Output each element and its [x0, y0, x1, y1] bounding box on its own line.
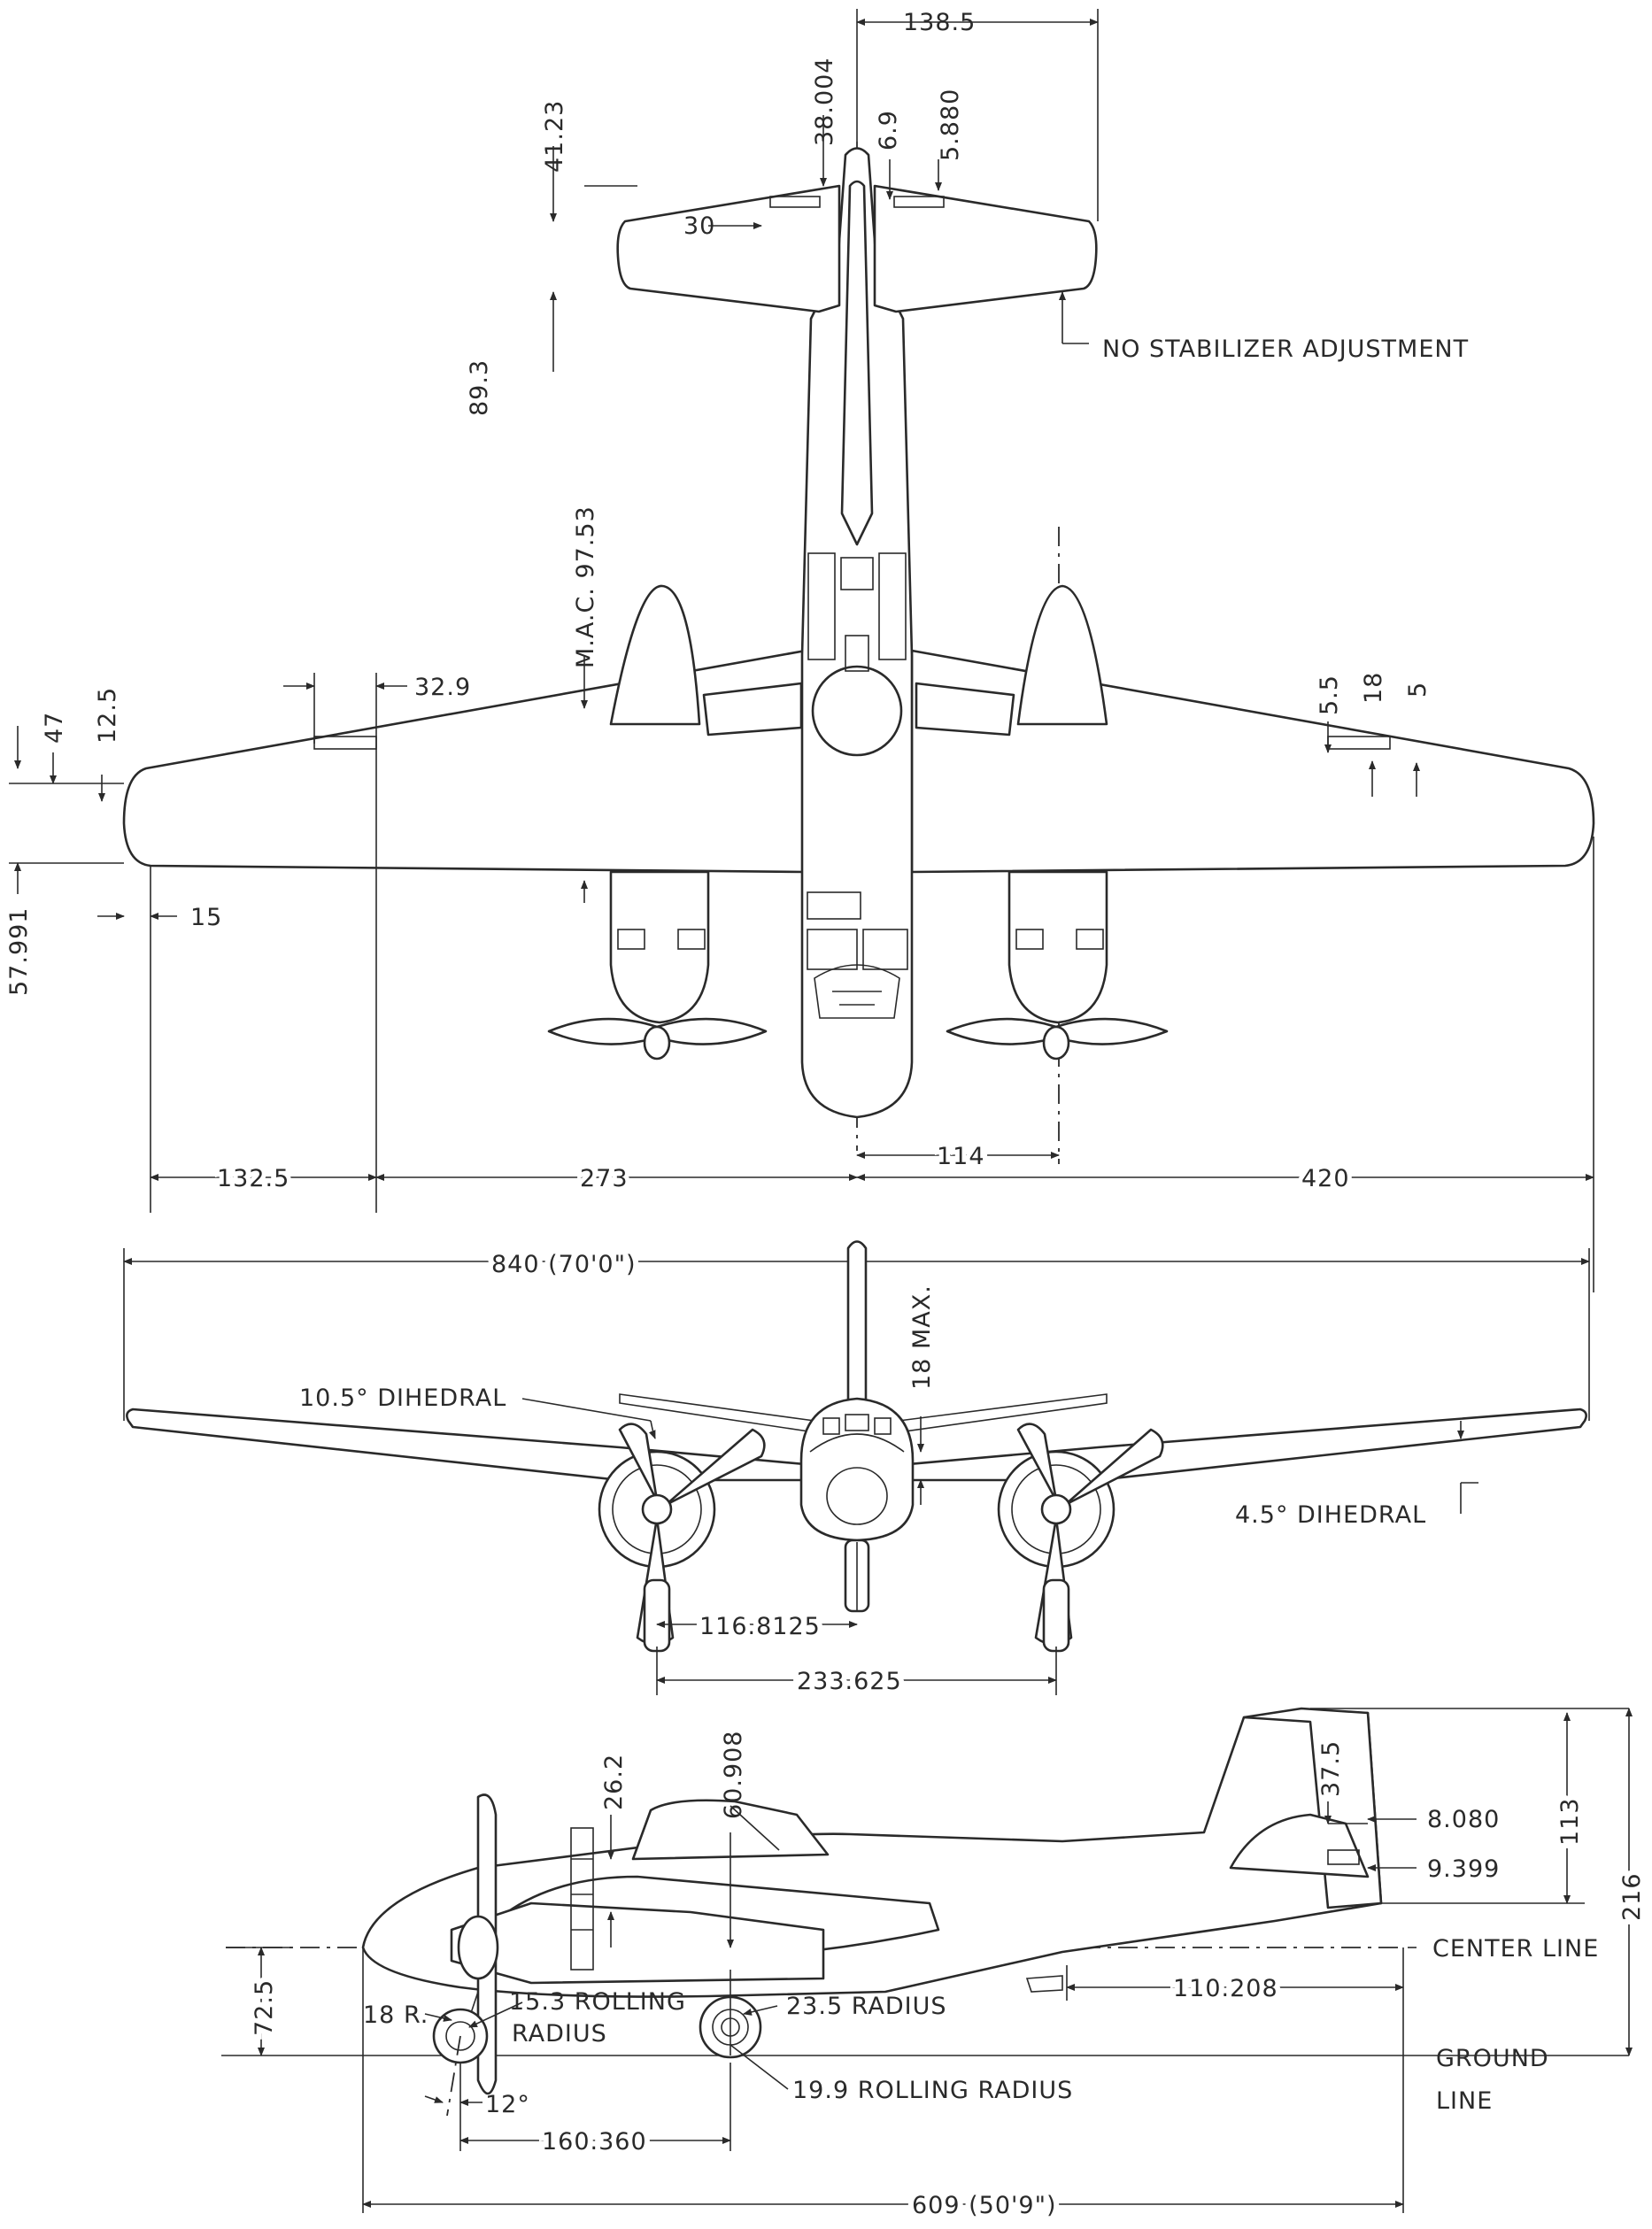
dim-89-3: 89.3	[466, 359, 493, 416]
dim-47: 47	[41, 712, 68, 744]
right-spinner	[1042, 1025, 1070, 1061]
dim-113: 113	[1556, 1797, 1584, 1846]
front-wing-right	[897, 1408, 1587, 1482]
dim-5-880: 5.880	[937, 89, 964, 161]
dim-41-23: 41.23	[541, 100, 568, 173]
right-flap	[915, 682, 1015, 737]
label-15-3-rolling: 15.3 ROLLING	[509, 1988, 686, 2016]
dim-32-9: 32.9	[414, 674, 471, 701]
dim-18-max: 18 MAX.	[908, 1284, 936, 1390]
horizontal-tail-right	[873, 184, 1098, 313]
dim-116-8125: 116.8125	[699, 1613, 821, 1640]
front-fuselage	[799, 1397, 915, 1542]
front-fin	[846, 1240, 868, 1427]
label-12-deg: 12°	[485, 2091, 530, 2118]
dim-216: 216	[1618, 1872, 1646, 1921]
dim-609: 609 (50'9")	[912, 2192, 1057, 2219]
label-dihedral-4-5: 4.5° DIHEDRAL	[1235, 1501, 1426, 1529]
dim-110-208: 110.208	[1173, 1975, 1278, 2002]
side-canopy	[631, 1799, 830, 1861]
dim-9-399: 9.399	[1427, 1855, 1500, 1883]
dim-132-5: 132.5	[217, 1165, 289, 1192]
dim-273: 273	[580, 1165, 629, 1192]
left-nacelle-top	[609, 584, 701, 726]
label-ground: GROUND	[1436, 2045, 1549, 2072]
dim-233-625: 233.625	[797, 1668, 902, 1695]
dim-30: 30	[683, 212, 715, 240]
dim-114: 114	[937, 1143, 985, 1170]
label-18r: 18 R.	[363, 2001, 428, 2029]
dim-18: 18	[1360, 672, 1387, 704]
right-wing	[910, 649, 1595, 874]
dim-6-9: 6.9	[875, 110, 902, 150]
front-view	[123, 1240, 1590, 1695]
label-19-9-rolling: 19.9 ROLLING RADIUS	[792, 2077, 1073, 2104]
dim-72-5: 72.5	[251, 1979, 278, 2036]
label-ground-line: LINE	[1436, 2087, 1493, 2115]
side-view	[221, 1707, 1633, 2213]
right-nacelle	[1007, 870, 1108, 1024]
dim-57-991: 57.991	[5, 907, 33, 996]
dim-138-5: 138.5	[903, 9, 976, 36]
left-nacelle	[609, 870, 710, 1024]
dim-5: 5	[1404, 682, 1432, 698]
plan-fuselage	[800, 147, 914, 1119]
dim-160-360: 160.360	[542, 2128, 647, 2156]
dim-37-5: 37.5	[1317, 1740, 1345, 1797]
label-dihedral-10-5: 10.5° DIHEDRAL	[299, 1384, 506, 1412]
label-center-line: CENTER LINE	[1432, 1935, 1599, 1963]
dim-26-2: 26.2	[600, 1754, 628, 1810]
right-nacelle-top	[1016, 584, 1108, 726]
label-mac: M.A.C. 97.53	[572, 505, 599, 668]
dim-15: 15	[190, 904, 222, 931]
dim-8-080: 8.080	[1427, 1806, 1500, 1833]
dim-38-004: 38.004	[811, 58, 838, 146]
horizontal-tail	[616, 184, 841, 313]
dorsal-turret	[811, 665, 903, 757]
dim-420: 420	[1301, 1165, 1350, 1192]
plan-view	[9, 9, 1595, 1292]
left-spinner	[643, 1025, 671, 1061]
label-23-5-radius: 23.5 RADIUS	[786, 1993, 947, 2020]
dim-12-5: 12.5	[94, 687, 121, 744]
fin-top	[840, 180, 874, 546]
dim-840: 840 (70'0")	[491, 1251, 637, 1278]
dim-5-5: 5.5	[1316, 675, 1343, 715]
note-no-stabilizer: NO STABILIZER ADJUSTMENT	[1102, 336, 1469, 363]
dim-60-908: 60.908	[720, 1731, 747, 1819]
label-15-3-radius: RADIUS	[512, 2020, 607, 2048]
elevator-tab	[769, 196, 821, 208]
